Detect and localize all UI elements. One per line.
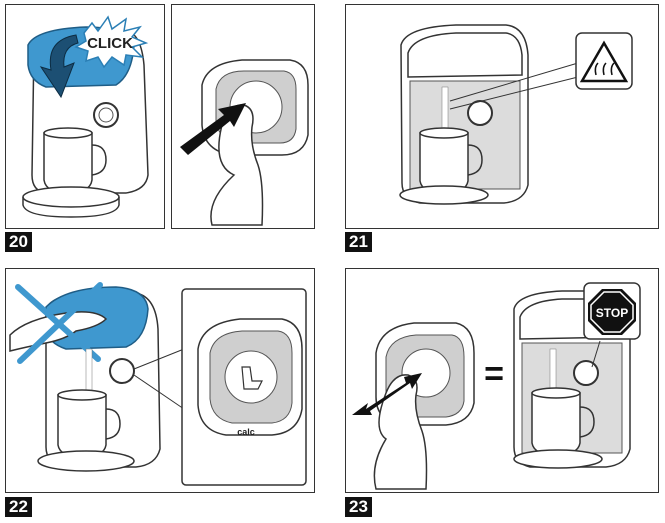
button-icon (573, 360, 599, 386)
push-arrow-icon (180, 103, 246, 155)
coffee-stream (441, 86, 449, 134)
step-21-panel (345, 4, 659, 229)
finger-press (373, 374, 428, 490)
machine-stop-brewing-illustration: = STOP (352, 282, 641, 490)
cup-icon (531, 392, 581, 456)
step-20-button-closeup-panel (171, 4, 315, 229)
calc-button-text: calc (237, 427, 255, 437)
cup-icon (57, 394, 107, 458)
step-20-machine-panel: CLICK (5, 4, 165, 229)
stop-sign-icon (588, 289, 636, 335)
step-20-number: 20 (5, 232, 32, 252)
stop-sign-text: STOP (596, 306, 628, 320)
button-icon (93, 102, 119, 128)
machine-closing-lid-illustration: CLICK (22, 15, 149, 218)
equals-sign: = (484, 355, 504, 393)
button-press-closeup (180, 59, 309, 226)
double-arrow-icon (352, 373, 422, 415)
cup-icon (419, 132, 469, 194)
hot-surface-warning-icon (579, 40, 629, 83)
button-icon (109, 358, 135, 384)
forbidden-cross-icon (15, 282, 103, 364)
button-icon (467, 100, 493, 126)
click-burst (74, 15, 149, 69)
step-22-panel: calc (5, 268, 315, 493)
cup-icon (43, 132, 93, 194)
step-23-number: 23 (345, 497, 372, 517)
step-21-number: 21 (345, 232, 372, 252)
machine-do-not-open-illustration: calc (9, 282, 307, 486)
down-arrow-icon (39, 34, 79, 99)
click-callout-text: CLICK (87, 35, 133, 52)
machine-brewing-illustration (399, 24, 633, 205)
step-23-panel: = STOP (345, 268, 659, 493)
step-22-number: 22 (5, 497, 32, 517)
